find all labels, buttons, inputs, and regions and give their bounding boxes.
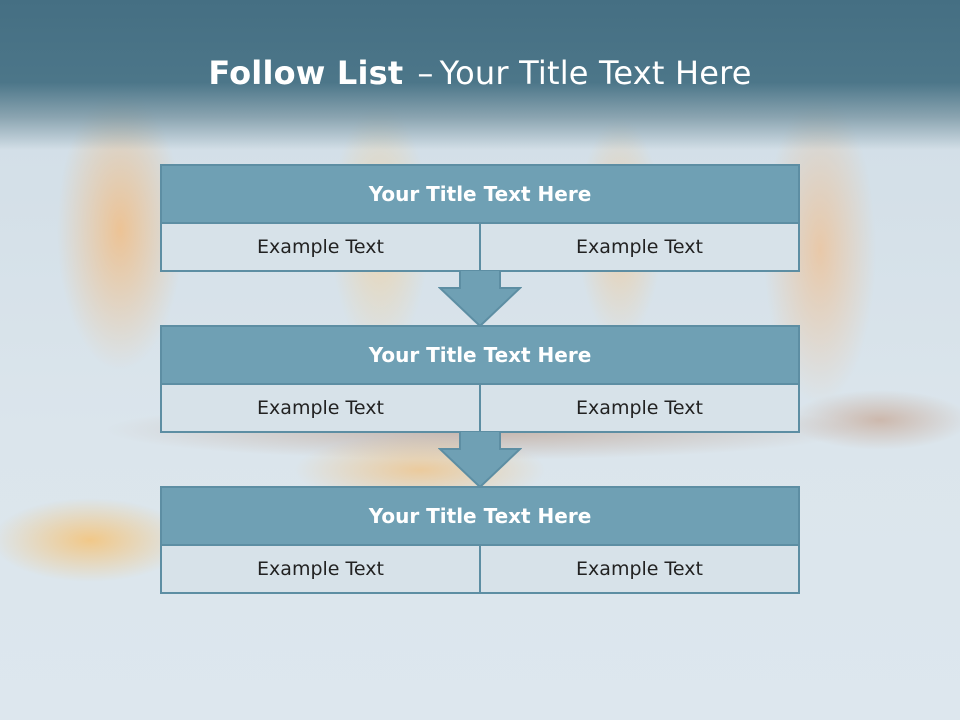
block-row: Example Text Example Text [162,385,798,431]
block-cell-left: Example Text [162,385,479,431]
block-cell-right: Example Text [479,224,798,270]
block-title: Your Title Text Here [162,166,798,224]
down-arrow-icon [438,431,522,489]
block-title: Your Title Text Here [162,488,798,546]
block-row: Example Text Example Text [162,224,798,270]
down-arrow-icon [438,270,522,328]
slide-title-rest: Your Title Text Here [439,54,752,92]
list-block-1: Your Title Text Here Example Text Exampl… [160,164,800,272]
block-row: Example Text Example Text [162,546,798,592]
block-cell-left: Example Text [162,224,479,270]
block-title: Your Title Text Here [162,327,798,385]
block-cell-left: Example Text [162,546,479,592]
slide-title: Follow List–Your Title Text Here [0,54,960,92]
block-cell-right: Example Text [479,385,798,431]
header-band [0,0,960,150]
slide-title-bold: Follow List [208,54,404,92]
block-cell-right: Example Text [479,546,798,592]
list-block-2: Your Title Text Here Example Text Exampl… [160,325,800,433]
list-block-3: Your Title Text Here Example Text Exampl… [160,486,800,594]
slide-title-separator: – [417,54,434,92]
